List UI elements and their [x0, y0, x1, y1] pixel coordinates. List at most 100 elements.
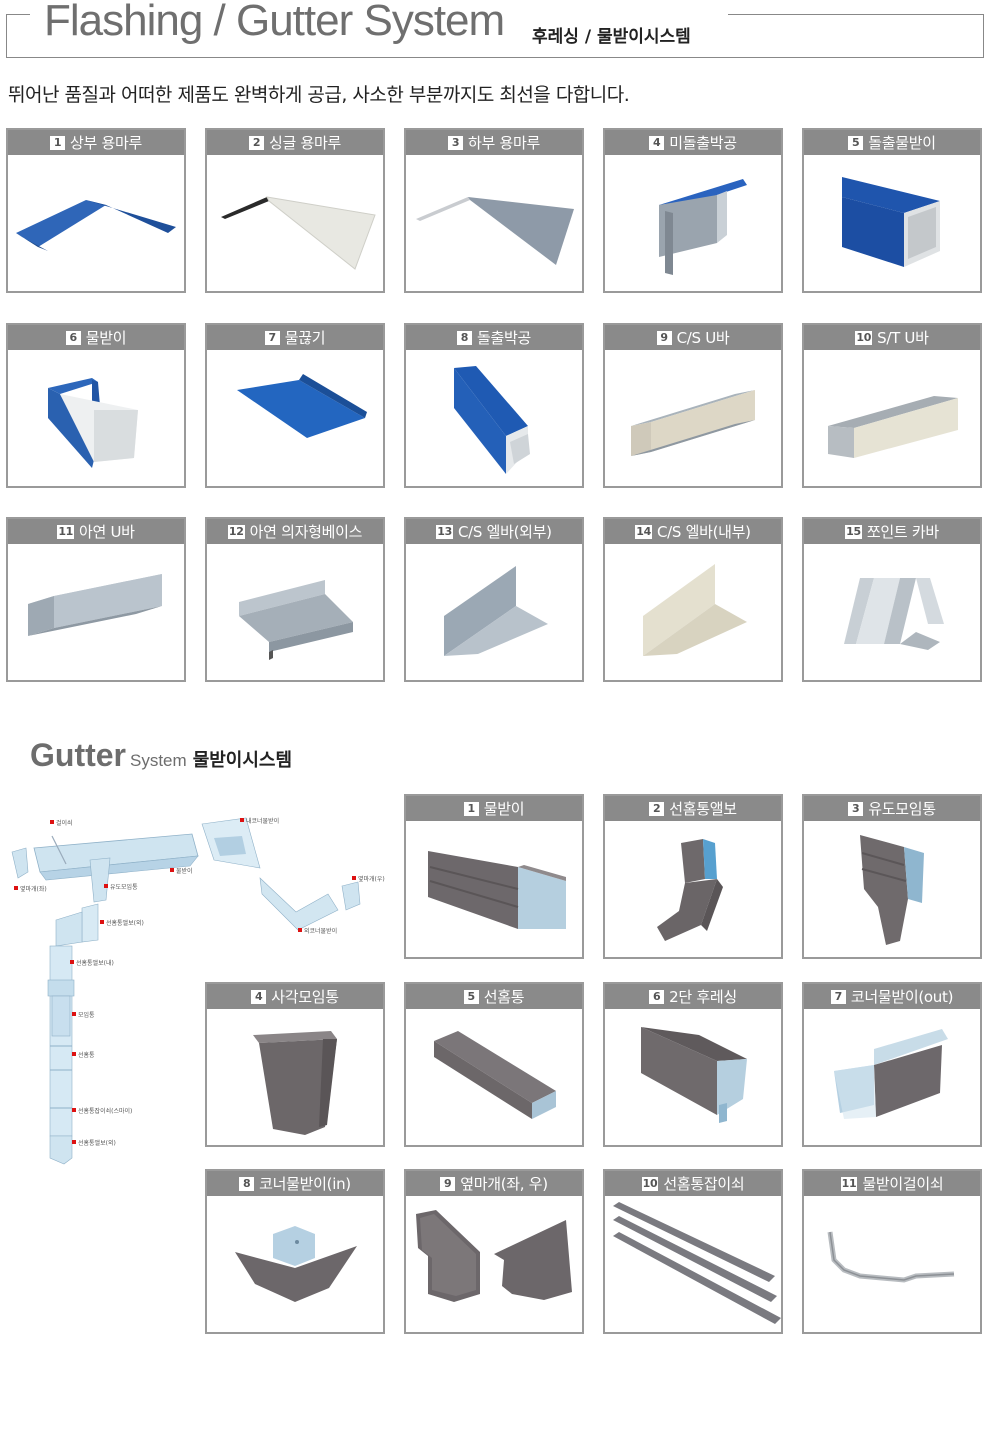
flush-gable-image — [659, 179, 747, 275]
card-label: 돌출물받이 — [868, 134, 936, 152]
diagram-label: 선홈통잡이쇠(스마이) — [78, 1107, 132, 1115]
upper-ridge-image — [16, 200, 176, 251]
diagram-label: 유도모임통 — [110, 883, 138, 891]
gutter-hanger-image — [827, 1231, 955, 1283]
header-rule-right — [728, 14, 984, 15]
gutter-system-diagram: 걸이쇠 내코너물받이 옆마개(좌) 유도모임통 물받이 옆마개(우) 선홈통앨보… — [11, 817, 385, 1165]
diagram-label: 모임통 — [78, 1011, 95, 1019]
single-ridge-image — [221, 196, 376, 270]
downpipe-bracket-image — [613, 1202, 781, 1324]
downpipe-image — [434, 1031, 556, 1119]
diagram-label: 옆마개(좌) — [20, 885, 47, 893]
card-label: 코너물받이(in) — [259, 1175, 351, 1193]
diagram-label: 옆마개(우) — [358, 875, 385, 883]
card-label: 쪼인트 카바 — [866, 523, 939, 541]
page-title: Flashing / Gutter System — [40, 0, 513, 46]
diagram-label: 내코너물받이 — [246, 817, 279, 825]
card-label: 물받이걸이쇠 — [862, 1175, 944, 1193]
joint-cover-image — [844, 578, 944, 650]
card-label: 아연 U바 — [79, 523, 135, 541]
card-label: C/S 엘바(내부) — [656, 523, 751, 541]
diagram-label: 선홈통앨보(내) — [76, 959, 114, 967]
guide-header-image — [860, 835, 924, 945]
card-label: 2단 후레싱 — [669, 988, 737, 1006]
card-label: 옆마개(좌, 우) — [460, 1175, 548, 1193]
diagram-label: 선홈통앨보(외) — [78, 1139, 116, 1147]
card-label: 선홈통 — [483, 988, 525, 1006]
card-label: 물받이 — [483, 800, 525, 818]
downpipe-elbow-image — [657, 839, 723, 941]
gutter-gutter-image — [428, 851, 566, 929]
st-u-bar-image — [828, 396, 958, 458]
diagram-label: 외코너물받이 — [304, 927, 337, 935]
card-label: 선홈통잡이쇠 — [663, 1175, 745, 1193]
drip-edge-image — [237, 374, 367, 438]
card-label: 유도모임통 — [868, 800, 936, 818]
card-label: 돌출박공 — [476, 329, 531, 347]
diagram-label: 걸이쇠 — [56, 819, 73, 827]
card-label: 선홈통앨보 — [669, 800, 737, 818]
card-label: 코너물받이(out) — [850, 988, 954, 1006]
two-tier-flashing-image — [641, 1027, 747, 1123]
projecting-gutter-image — [842, 177, 940, 267]
cs-angle-outer-image — [444, 566, 548, 656]
card-label: C/S U바 — [676, 329, 730, 347]
card-label: C/S 엘바(외부) — [457, 523, 552, 541]
zinc-u-bar-image — [28, 574, 162, 636]
card-label: 싱글 용마루 — [269, 134, 341, 152]
card-label: 미돌출박공 — [669, 134, 737, 152]
diagram-label: 선홈통 — [78, 1051, 95, 1059]
gutter-image — [48, 378, 138, 468]
tagline: 뛰어난 품질과 어떠한 제품도 완벽하게 공급, 사소한 부분까지도 최선을 다… — [8, 84, 630, 106]
page-subtitle: 후레싱 / 물받이시스템 — [532, 22, 699, 47]
card-label: S/T U바 — [877, 329, 929, 347]
end-caps-image — [416, 1210, 572, 1302]
